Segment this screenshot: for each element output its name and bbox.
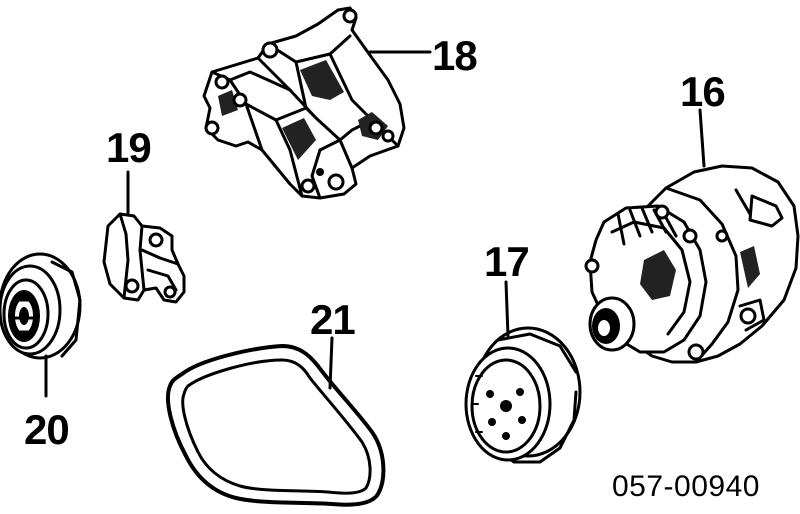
drive-belt-part-21 <box>165 344 386 507</box>
callout-16: 16 <box>680 68 725 115</box>
leader-line-21 <box>328 336 334 390</box>
small-bracket-part-19 <box>102 212 186 304</box>
clutch-pulley-part-17 <box>464 326 582 464</box>
compressor-part-16 <box>584 164 800 364</box>
bracket-part-18 <box>202 6 406 200</box>
diagram-code: 057-00940 <box>612 470 760 503</box>
callout-21: 21 <box>310 296 355 343</box>
callout-19: 19 <box>106 124 151 171</box>
leader-line-16 <box>698 108 706 168</box>
callout-17: 17 <box>484 238 529 285</box>
callout-20: 20 <box>24 406 69 453</box>
leader-lines <box>44 50 706 398</box>
callout-18: 18 <box>432 32 477 79</box>
leader-line-17 <box>504 280 510 338</box>
idler-pulley-part-20 <box>0 252 82 360</box>
